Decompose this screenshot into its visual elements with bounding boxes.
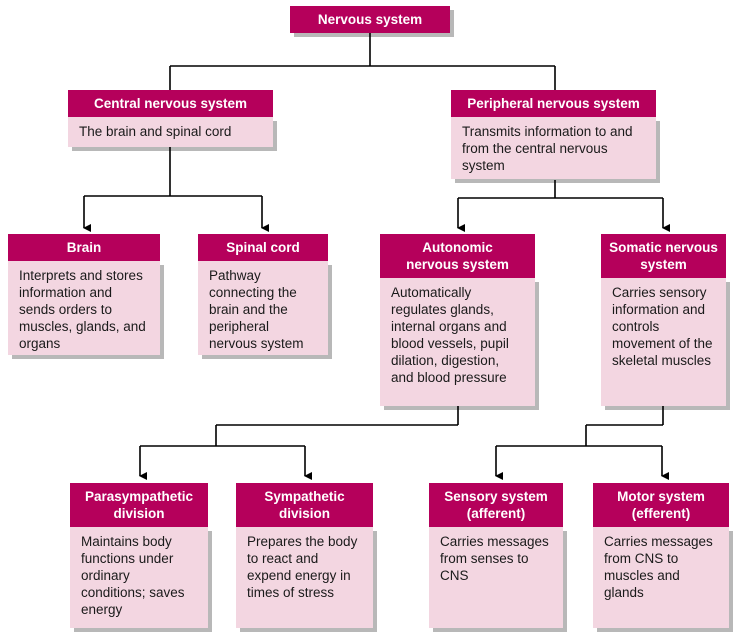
node-description: Interprets and stores information and se… — [8, 261, 160, 355]
node-title: Autonomic nervous system — [380, 234, 535, 278]
node-sensory-system: Sensory system (afferent) Carries messag… — [429, 483, 563, 628]
node-title: Central nervous system — [68, 90, 273, 117]
node-somatic-nervous-system: Somatic nervous system Carries sensory i… — [601, 234, 726, 406]
connector-cns-children — [84, 145, 262, 197]
node-peripheral-nervous-system: Peripheral nervous system Transmits info… — [451, 90, 656, 179]
node-title: Parasympathetic division — [70, 483, 208, 527]
node-description: Maintains body functions under ordinary … — [70, 527, 208, 628]
node-title: Motor system (efferent) — [593, 483, 729, 527]
node-title: Sensory system (afferent) — [429, 483, 563, 527]
node-description: Prepares the body to react and expend en… — [236, 527, 373, 628]
node-parasympathetic-division: Parasympathetic division Maintains body … — [70, 483, 208, 628]
node-description: Pathway connecting the brain and the per… — [198, 261, 328, 355]
node-motor-system: Motor system (efferent) Carries messages… — [593, 483, 729, 628]
node-description: Carries sensory information and controls… — [601, 278, 726, 406]
node-spinal-cord: Spinal cord Pathway connecting the brain… — [198, 234, 328, 355]
node-sympathetic-division: Sympathetic division Prepares the body t… — [236, 483, 373, 628]
node-description: Automatically regulates glands, internal… — [380, 278, 535, 406]
node-title: Sympathetic division — [236, 483, 373, 527]
connector-root-children — [169, 32, 556, 90]
node-description: Transmits information to and from the ce… — [451, 117, 656, 179]
node-description: The brain and spinal cord — [68, 117, 273, 147]
node-title: Brain — [8, 234, 160, 261]
node-autonomic-nervous-system: Autonomic nervous system Automatically r… — [380, 234, 535, 406]
node-description: Carries messages from senses to CNS — [429, 527, 563, 628]
connector-pns-children — [458, 180, 663, 199]
node-description: Carries messages from CNS to muscles and… — [593, 527, 729, 628]
node-title: Nervous system — [290, 6, 450, 33]
connector-somatic-children — [496, 406, 664, 447]
node-brain: Brain Interprets and stores information … — [8, 234, 160, 355]
node-title: Peripheral nervous system — [451, 90, 656, 117]
node-nervous-system: Nervous system — [290, 6, 450, 33]
node-central-nervous-system: Central nervous system The brain and spi… — [68, 90, 273, 147]
node-title: Spinal cord — [198, 234, 328, 261]
node-title: Somatic nervous system — [601, 234, 726, 278]
connector-autonomic-children — [140, 406, 459, 447]
